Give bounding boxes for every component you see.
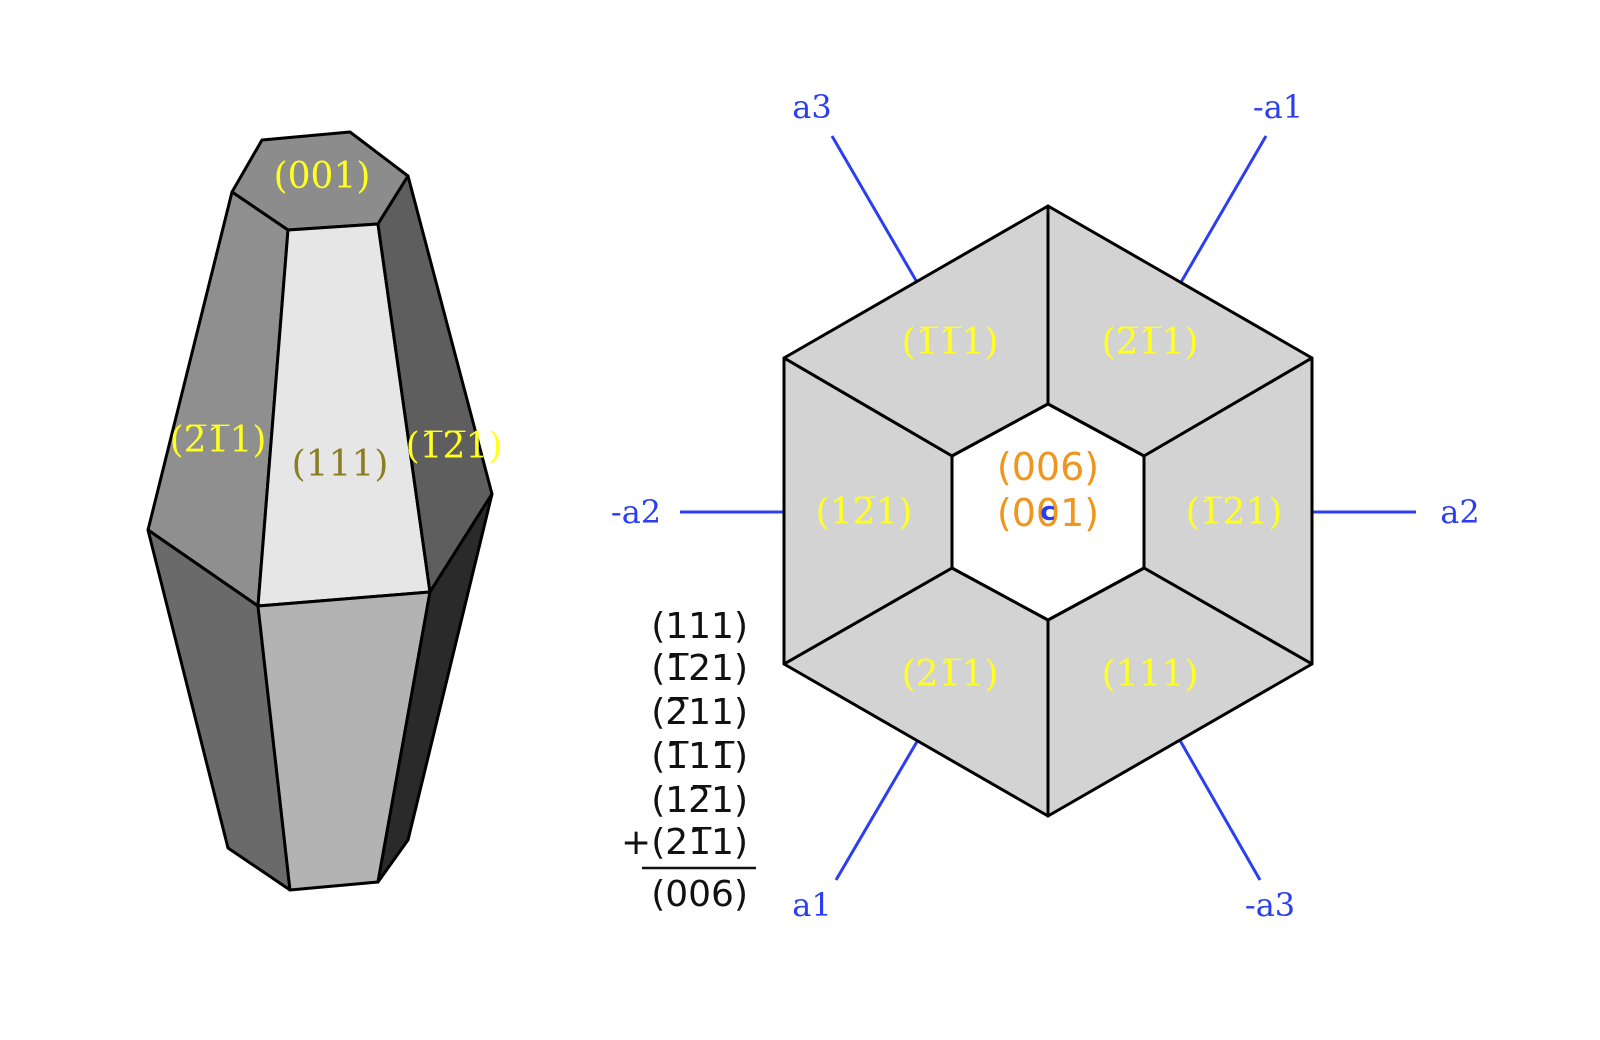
axis-label-a3: a3 bbox=[792, 88, 831, 126]
proj-upper-right-label: (2̅1̅1) bbox=[1102, 322, 1199, 363]
axis-lines bbox=[680, 135, 1416, 881]
axis-label-a2: a2 bbox=[1440, 493, 1479, 531]
proj-lower-left-label: (21̅1) bbox=[902, 654, 999, 695]
proj-left-label: (12̅1) bbox=[816, 492, 913, 533]
proj-center-symbol: c bbox=[1040, 497, 1055, 527]
crystal-model bbox=[146, 130, 494, 892]
crystal-left-face-label: (2̅1̅1) bbox=[170, 420, 267, 461]
face-center-hex bbox=[950, 402, 1146, 622]
axis-line-a1 bbox=[834, 715, 934, 881]
crystal-right-face-label: (1̅2̅1) bbox=[406, 426, 503, 467]
index-sum: (111) (1̅21) (2̅11) (1̅11̅) (12̅1) +(21̅… bbox=[621, 606, 756, 915]
axis-label-neg-a1: -a1 bbox=[1253, 88, 1303, 126]
sum-row-3: (2̅11) bbox=[651, 692, 748, 733]
sum-result: (006) bbox=[651, 874, 748, 915]
face-lower-right bbox=[376, 492, 494, 884]
proj-center-bottom-label: (001) bbox=[997, 491, 1099, 535]
crystal-top-face-label: (001) bbox=[274, 156, 371, 197]
proj-upper-left-label: (1̅1̅1) bbox=[902, 322, 999, 363]
axis-line-neg-a1 bbox=[1164, 135, 1268, 309]
sum-row-1: (111) bbox=[651, 606, 748, 647]
axis-line-neg-a3 bbox=[1164, 715, 1262, 881]
projection-hexagon bbox=[782, 204, 1314, 818]
axis-label-neg-a3: -a3 bbox=[1245, 886, 1295, 924]
sum-row-4: (1̅11̅) bbox=[651, 736, 748, 777]
axis-label-neg-a2: -a2 bbox=[611, 493, 661, 531]
proj-right-label: (1̅21) bbox=[1186, 492, 1283, 533]
proj-center-top-label: (006) bbox=[997, 445, 1099, 489]
proj-lower-right-label: (111) bbox=[1102, 654, 1199, 695]
sum-row-6: +(21̅1) bbox=[621, 822, 748, 863]
sum-row-5: (12̅1) bbox=[651, 780, 748, 821]
crystal-front-face-label: (111) bbox=[292, 444, 389, 485]
sum-row-2: (1̅21) bbox=[651, 648, 748, 689]
axis-label-a1: a1 bbox=[792, 886, 831, 924]
axis-line-a3 bbox=[830, 135, 934, 309]
